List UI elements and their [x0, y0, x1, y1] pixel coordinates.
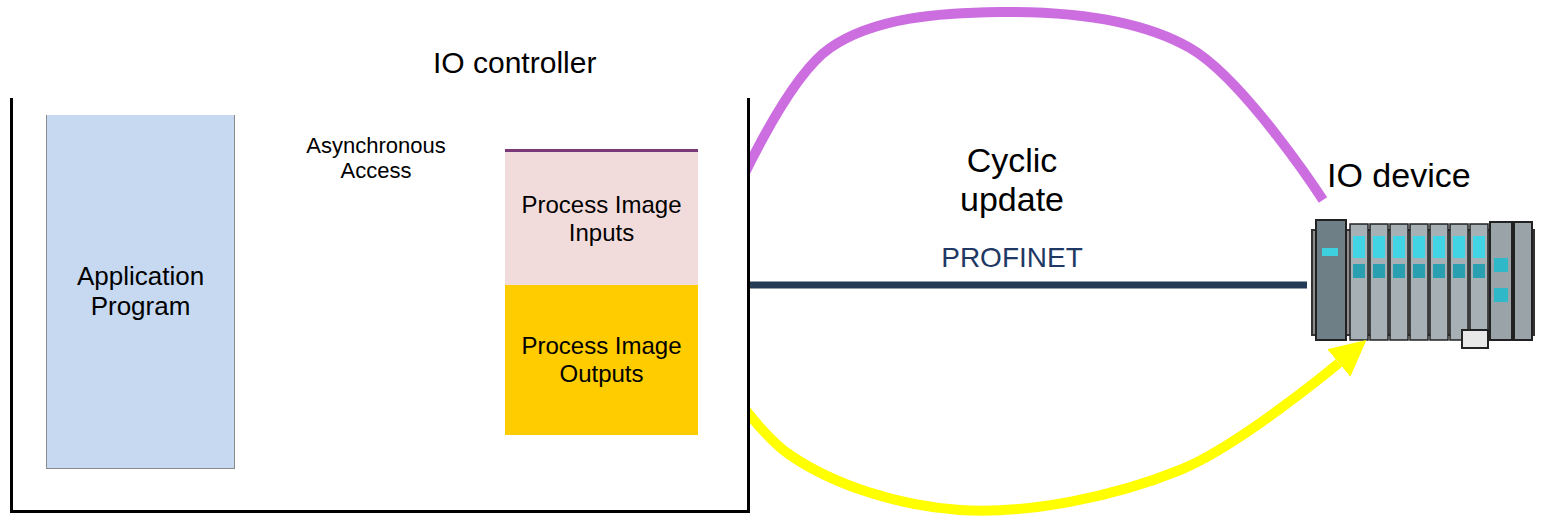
- connector-label: Asynchronous Access: [276, 133, 476, 184]
- box-label: Application Program: [55, 262, 226, 322]
- end-module: [1514, 222, 1532, 340]
- module-leds: [1413, 236, 1425, 258]
- process-image-outputs-box: Process Image Outputs: [505, 285, 698, 435]
- box-heading: IO controller: [433, 46, 596, 81]
- module-label: [1473, 264, 1485, 278]
- io-module: [1410, 224, 1428, 340]
- io-module: [1390, 224, 1408, 340]
- power-module: [1490, 222, 1512, 340]
- module-label: [1413, 264, 1425, 278]
- module-label: [1453, 264, 1465, 278]
- connector-label: Cyclic update: [932, 141, 1092, 219]
- module-leds: [1453, 236, 1465, 258]
- box-label: Process Image Inputs: [513, 191, 690, 246]
- box-label: IO device: [1327, 156, 1471, 195]
- module-label: [1353, 264, 1365, 278]
- io-device-picture: [1312, 220, 1534, 348]
- io-module: [1350, 224, 1368, 340]
- io-module: [1450, 224, 1468, 340]
- io-module: [1470, 224, 1488, 340]
- module-terminal: [1494, 258, 1508, 272]
- module-label: [1393, 264, 1405, 278]
- module-leds: [1353, 236, 1365, 258]
- connector-label: PROFINET: [912, 242, 1112, 274]
- io-module: [1370, 224, 1388, 340]
- process-image-inputs-box: Process Image Inputs: [505, 149, 698, 285]
- module-leds: [1433, 236, 1445, 258]
- io-device-node: IO device: [1305, 150, 1541, 350]
- io-module: [1430, 224, 1448, 340]
- module-leds: [1373, 236, 1385, 258]
- module-terminal: [1494, 288, 1508, 302]
- status-led: [1322, 248, 1338, 256]
- interface-module: [1316, 220, 1346, 340]
- box-label: Process Image Outputs: [513, 332, 690, 387]
- application-program-box: Application Program: [46, 115, 235, 469]
- module-label: [1433, 264, 1445, 278]
- cyclic-output-arc: [702, 347, 1339, 511]
- io-modules: [1350, 224, 1488, 340]
- profinet-line: [750, 282, 1307, 289]
- module-leds: [1393, 236, 1405, 258]
- module-label: [1373, 264, 1385, 278]
- module-leds: [1473, 236, 1485, 258]
- connector-plug: [1462, 330, 1488, 348]
